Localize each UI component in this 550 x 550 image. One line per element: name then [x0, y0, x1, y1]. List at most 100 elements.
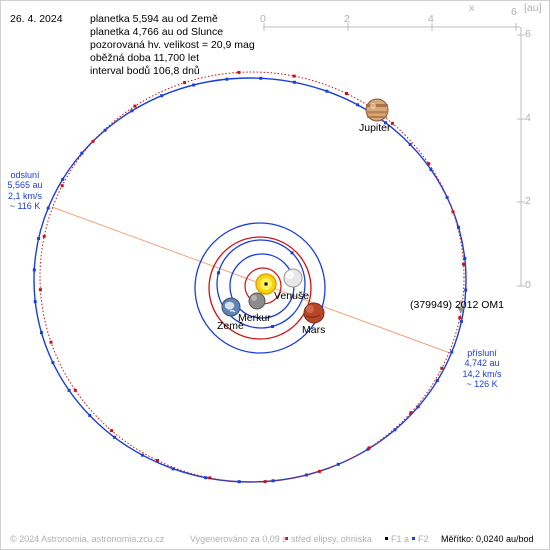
asteroid-orbit-point [464, 288, 468, 292]
jupiter-orbit [39, 71, 465, 483]
unit-label: [au] [524, 2, 542, 14]
date-label: 26. 4. 2024 [10, 13, 63, 25]
asteroid-orbit-point [46, 206, 50, 210]
asteroid-orbit-point [40, 331, 43, 335]
earth-orbit [216, 239, 306, 329]
earth-orbit-point [217, 271, 220, 275]
asteroid-orbit-point [450, 350, 454, 354]
asteroid-orbit-point [225, 77, 229, 81]
orbit-points [32, 70, 468, 484]
jupiter-orbit-point [183, 81, 187, 85]
f1-legend-text: F1 [391, 534, 402, 544]
mercury-label: Merkur [238, 312, 271, 324]
asteroid-orbit-point [457, 225, 460, 229]
asteroid-label: (379949) 2012 OM1 [410, 299, 504, 311]
jupiter-label: Jupiter [359, 122, 391, 134]
f2-legend-marker [412, 537, 415, 540]
jupiter-orbit-point [73, 388, 77, 392]
jupiter-orbit-point [451, 210, 455, 214]
perihelion-temperature: ~ 126 K [466, 379, 498, 390]
a-legend-text: a [404, 534, 410, 544]
asteroid-orbit-point [32, 268, 36, 272]
asteroid-orbit-point [408, 143, 412, 146]
asteroid-orbit-point [140, 453, 144, 457]
legend-symbols [285, 537, 415, 540]
info-magnitude: pozorovaná hv. velikost = 20,9 mag [90, 39, 255, 51]
axes [263, 23, 525, 287]
generated-time-text: Vygenerováno za 0,09 s [190, 534, 287, 544]
asteroid-orbit-point [51, 361, 55, 365]
asteroid-marker [456, 300, 466, 313]
asteroid-orbit-point [445, 195, 449, 199]
f2-legend-text: F2 [418, 534, 429, 544]
jupiter-orbit-point [38, 288, 42, 292]
sun [255, 273, 277, 295]
asteroid-orbit-point [336, 462, 340, 466]
asteroid-orbit-point [416, 405, 420, 409]
asteroid-orbit-point [130, 109, 134, 113]
asteroid-orbit-point [384, 121, 387, 125]
asteroid-orbit-point [204, 476, 208, 480]
center-legend-text: střed elipsy, ohniska [291, 534, 372, 544]
asteroid-orbit-point [160, 94, 164, 98]
asteroid-orbit-point [325, 89, 329, 93]
asteroid-orbit-point [271, 479, 275, 483]
earth-planet [221, 297, 241, 317]
asteroid-orbit-point [292, 80, 296, 84]
asteroid-orbit-point [435, 379, 439, 383]
jupiter-orbit-point [156, 459, 159, 462]
info-point-interval: interval bodů 106,8 dnů [90, 65, 200, 77]
jupiter-orbit-point [317, 469, 321, 473]
scale-text: Měřítko: 0,0240 au/bod [441, 534, 534, 544]
asteroid-orbit-point [304, 473, 308, 477]
jupiter-orbit-point [462, 262, 466, 266]
jupiter-orbit-point [458, 316, 462, 320]
earth-orbit-point [271, 325, 274, 328]
jupiter-orbit-point [237, 70, 241, 74]
mars-planet [303, 302, 325, 324]
asteroid-orbit-point [37, 237, 41, 240]
perihelion-speed: 14,2 km/s [462, 368, 502, 379]
asteroid-orbit-point [259, 76, 263, 80]
perihelion-title: přísluní [467, 348, 497, 358]
perihelion-distance: 4,742 au [464, 358, 500, 369]
venus-label: Venuše [274, 290, 310, 302]
aphelion-temperature: ~ 116 K [9, 201, 41, 212]
jupiter-planet [365, 98, 389, 122]
x-tick-label-0: 0 [260, 13, 266, 25]
asteroid-orbit-point [171, 467, 175, 471]
asteroid-orbit-point [33, 300, 37, 304]
x-axis-label: x [469, 2, 475, 14]
jupiter-orbit-point [390, 121, 394, 125]
f1-legend-marker [385, 537, 388, 540]
perihelion-label: přísluní 4,742 au 14,2 km/s ~ 126 K [456, 348, 508, 390]
asteroid-orbit-point [67, 388, 71, 392]
asteroid-orbit-point [103, 128, 107, 132]
jupiter-orbit-point [60, 184, 64, 188]
asteroid-orbit-point [88, 414, 92, 417]
aphelion-label: odsluní 5,565 au 2,1 km/s ~ 116 K [4, 170, 46, 212]
info-distance-sun: planetka 4,766 au od Slunce [90, 26, 224, 38]
asteroid-orbit-point [80, 151, 84, 155]
aphelion-distance: 5,565 au [7, 180, 43, 191]
mercury-planet [248, 292, 266, 310]
asteroid-orbit-point [393, 428, 397, 432]
venus-planet [283, 268, 303, 288]
mars-orbit [194, 222, 326, 354]
jupiter-orbit-point [367, 446, 371, 450]
jupiter-orbit-point [263, 480, 267, 484]
x-tick-label-4: 4 [428, 13, 434, 25]
jupiter-orbit-point [208, 476, 212, 480]
asteroid-orbit-point [113, 435, 116, 439]
earth-label: Země [217, 320, 244, 332]
jupiter-orbit-point [345, 92, 348, 95]
info-period: oběžná doba 11,700 let [90, 52, 199, 64]
center-legend-marker [285, 537, 288, 540]
y-tick-label-6: 6 [525, 28, 531, 40]
asteroid-orbit-point [61, 177, 65, 181]
y-tick-label-2: 2 [525, 195, 531, 207]
asteroid-orbit-point [192, 83, 196, 87]
aphelion-title: odsluní [10, 170, 40, 180]
x-tick-label-6: 6 [511, 6, 517, 18]
